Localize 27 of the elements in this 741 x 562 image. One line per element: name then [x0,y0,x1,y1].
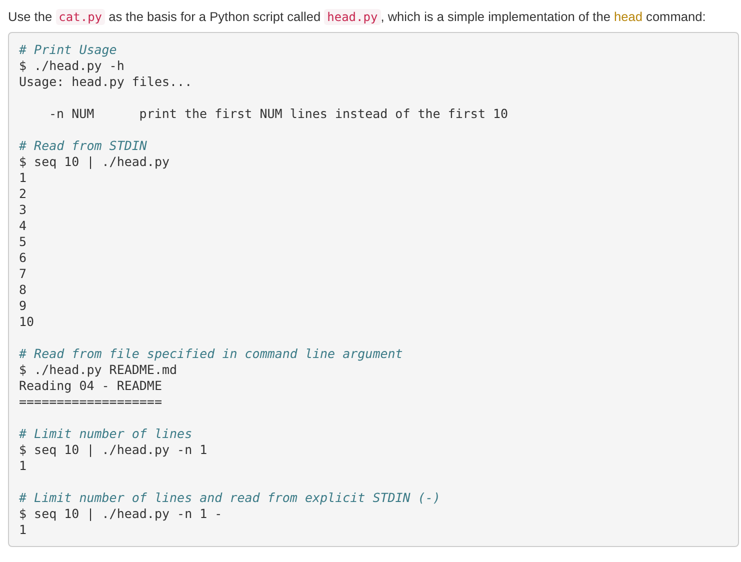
code-line: 1 [19,170,27,186]
code-line: $ ./head.py README.md [19,362,178,378]
code-line: 5 [19,234,27,250]
code-line: 4 [19,218,27,234]
code-line: $ seq 10 | ./head.py -n 1 [19,442,208,458]
intro-sentence: Use the cat.py as the basis for a Python script called head.py , which is a simple implementation of the head command: [8,9,706,24]
code-line: 9 [19,298,27,314]
code-line: 3 [19,202,27,218]
code-line: 7 [19,266,27,282]
code-line: $ seq 10 | ./head.py [19,154,170,170]
code-line: 8 [19,282,27,298]
code-line: 6 [19,250,27,266]
code-line: -n NUM print the first NUM lines instead of the first 10 [49,106,508,122]
code-comment: # Read from file specified in command line argument [19,346,403,362]
code-comment: # Read from STDIN [19,138,147,154]
code-line: 2 [19,186,27,202]
code-line: $ ./head.py -h [19,58,124,74]
code-comment: # Limit number of lines and read from explicit STDIN (-) [19,490,440,506]
code-line: $ seq 10 | ./head.py -n 1 - [19,506,222,522]
code-line: 10 [19,314,34,330]
code-comment: # Limit number of lines [19,426,192,442]
code-line: 1 [19,458,27,474]
code-line: Usage: head.py files... [19,74,192,90]
code-line: Reading 04 - README [19,378,162,394]
code-line: =================== [19,394,162,410]
code-line: 1 [19,522,27,538]
code-comment: # Print Usage [19,42,117,58]
